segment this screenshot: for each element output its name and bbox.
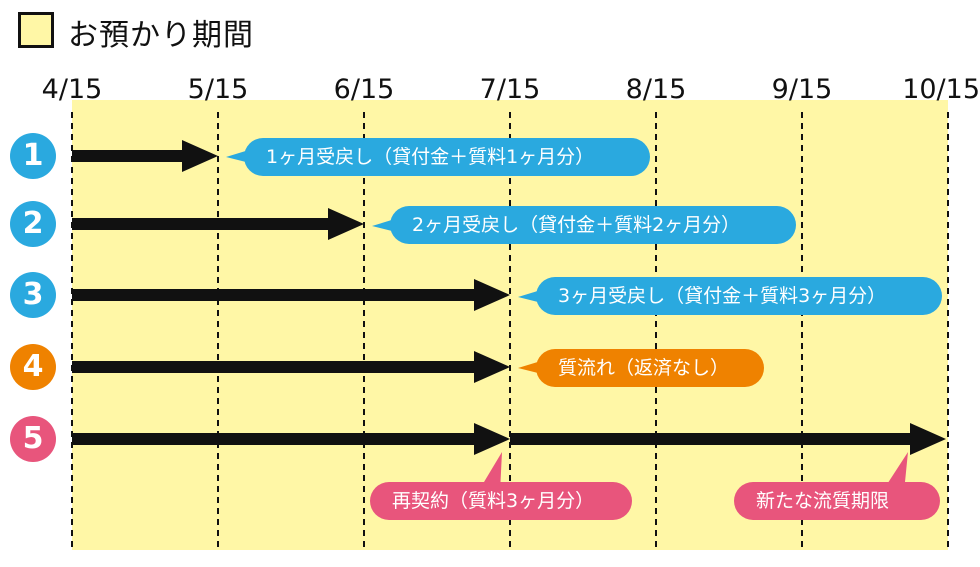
scenario-2-callout: 2ヶ月受戻し（貸付金＋質料2ヶ月分） [390,206,796,244]
tick-label: 6/15 [333,74,395,105]
arrow-5b-head [910,423,946,455]
arrow-3-shaft [72,289,476,301]
scenario-3-badge: 3 [10,272,56,318]
arrow-3-head [474,279,510,311]
scenario-1-callout: 1ヶ月受戻し（貸付金＋質料1ヶ月分） [244,138,650,176]
tick-label: 8/15 [625,74,687,105]
scenario-5-new-deadline-callout: 新たな流質期限 [734,482,940,520]
tick-label: 9/15 [771,74,833,105]
scenario-3-callout: 3ヶ月受戻し（貸付金＋質料3ヶ月分） [536,277,942,315]
tick-label: 7/15 [479,74,541,105]
scenario-4-callout: 質流れ（返済なし） [536,349,764,387]
arrows [72,140,946,455]
arrow-2-head [328,208,364,240]
scenario-5-badge: 5 [10,416,56,462]
deposit-period-legend-label: お預かり期間 [68,18,254,53]
arrow-2-shaft [72,218,330,230]
month-gridlines [71,112,949,550]
arrow-1-shaft [72,150,184,162]
arrow-5a-shaft [72,433,476,445]
scenario-2-badge: 2 [10,201,56,247]
scenario-4-badge: 4 [10,344,56,390]
arrow-1-head [182,140,218,172]
deposit-period-legend-swatch [18,12,54,48]
tick-label: 10/15 [902,74,980,105]
arrow-5a-head [474,423,510,455]
scenario-1-badge: 1 [10,133,56,179]
arrow-4-head [474,351,510,383]
arrow-5b-shaft [510,433,912,445]
scenario-5-renewal-callout: 再契約（質料3ヶ月分） [370,482,632,520]
arrow-4-shaft [72,361,476,373]
tick-label: 5/15 [187,74,249,105]
tick-label: 4/15 [41,74,103,105]
